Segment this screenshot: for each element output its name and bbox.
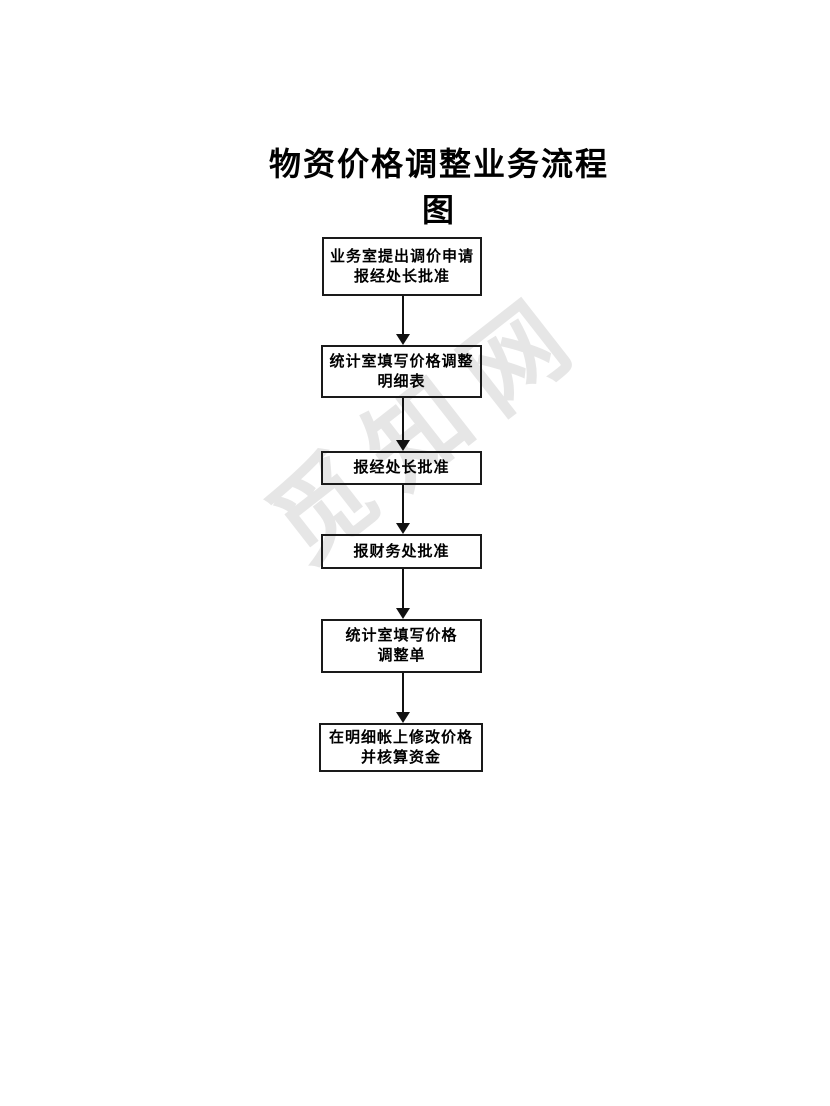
flow-step-6: 在明细帐上修改价格 并核算资金 [319,723,483,772]
arrow-shaft [402,673,404,712]
flow-step-1-label: 业务室提出调价申请 报经处长批准 [329,247,474,285]
arrow-down-icon [396,334,410,345]
flow-connector-1 [395,296,411,345]
arrow-shaft [402,485,404,523]
arrow-shaft [402,569,404,608]
flow-step-6-label: 在明细帐上修改价格 并核算资金 [328,728,473,766]
flow-connector-2 [395,398,411,451]
flow-step-3-label: 报经处长批准 [353,459,450,476]
arrow-down-icon [396,608,410,619]
flow-step-5: 统计室填写价格 调整单 [321,619,482,673]
flow-step-4-label: 报财务处批准 [353,542,450,560]
flow-connector-5 [395,673,411,723]
flow-step-1: 业务室提出调价申请 报经处长批准 [322,237,482,296]
arrow-down-icon [396,523,410,534]
flow-step-3: 报经处长批准 [321,451,482,485]
flow-step-2-label: 统计室填写价格调整 明细表 [329,352,474,390]
page-title: 物资价格调整业务流程图 [268,146,609,228]
flow-step-5-label: 统计室填写价格 调整单 [345,627,458,664]
flow-step-4: 报财务处批准 [321,534,482,569]
arrow-down-icon [396,712,410,723]
flow-connector-3 [395,485,411,534]
arrow-shaft [402,296,404,334]
flow-step-2: 统计室填写价格调整 明细表 [321,345,482,398]
arrow-down-icon [396,440,410,451]
flow-connector-4 [395,569,411,619]
arrow-shaft [402,398,404,440]
